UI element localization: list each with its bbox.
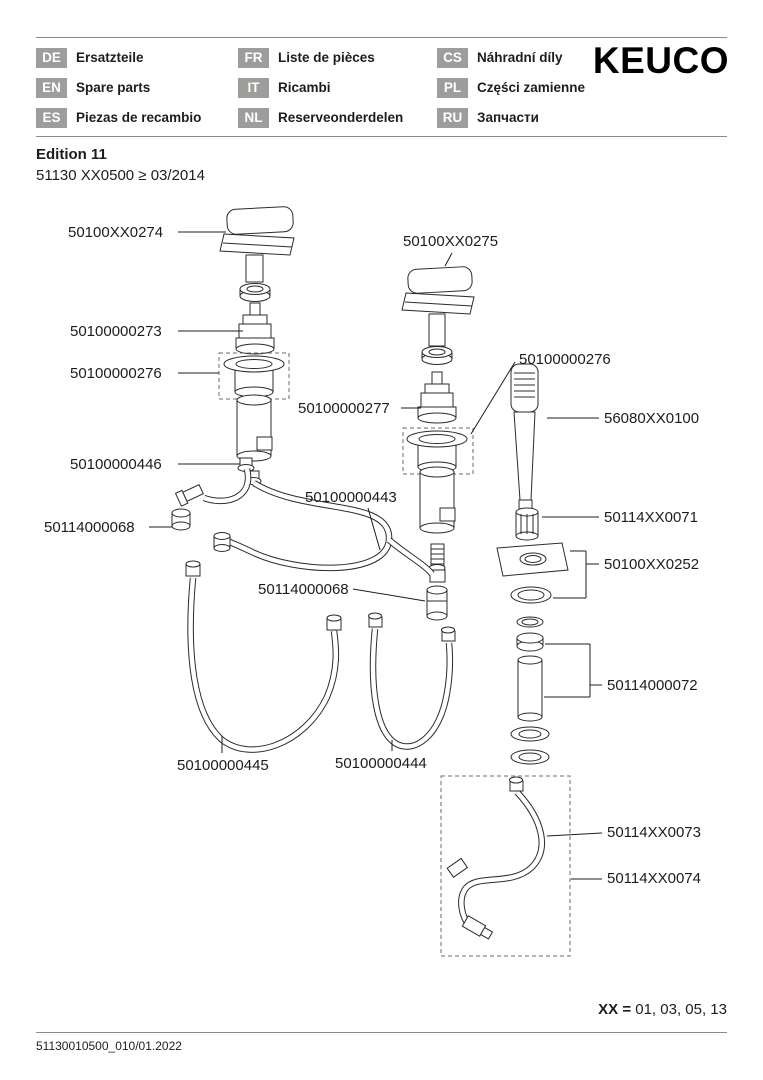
part-label: 50114000068 [258, 581, 349, 598]
xx-variant-note: XX = 01, 03, 05, 13 [598, 1001, 727, 1018]
language-row-es: ES Piezas de recambio [36, 108, 201, 138]
language-code-badge: EN [36, 78, 67, 98]
footer-rule [36, 1032, 727, 1033]
language-label: Spare parts [76, 80, 151, 95]
part-label: 50114000072 [607, 677, 698, 694]
language-column-1: DE Ersatzteile EN Spare parts ES Piezas … [36, 48, 201, 138]
language-label: Reserveonderdelen [278, 110, 404, 125]
handle-left-drawing [219, 206, 295, 283]
union-nut-mid-left-drawing [213, 532, 231, 552]
part-label: 50114XX0071 [604, 509, 698, 526]
part-label: 56080XX0100 [604, 410, 700, 427]
guide-tube-drawing [517, 655, 543, 722]
document-number: 51130010500_010/01.2022 [36, 1039, 182, 1053]
language-row-en: EN Spare parts [36, 78, 201, 108]
threaded-adapter-drawing [428, 543, 446, 583]
language-code-badge: IT [238, 78, 269, 98]
part-label: 50114XX0073 [607, 824, 701, 841]
language-column-3: CS Náhradní díly PL Części zamienne RU З… [437, 48, 585, 138]
language-row-cs: CS Náhradní díly [437, 48, 585, 78]
language-code-badge: RU [437, 108, 468, 128]
language-code-badge: CS [437, 48, 468, 68]
language-label: Ersatzteile [76, 50, 144, 65]
model-number: 51130 XX0500 ≥ 03/2014 [36, 167, 205, 184]
language-label: Náhradní díly [477, 50, 563, 65]
language-row-it: IT Ricambi [238, 78, 403, 108]
hose-connector-drawing [426, 585, 448, 621]
language-label: Części zamienne [477, 80, 586, 95]
supply-hose-left-drawing [185, 560, 342, 753]
leader-lines [149, 231, 603, 880]
supply-hose-right-drawing [368, 612, 456, 750]
escutcheon-left-drawing [223, 355, 285, 398]
part-label: 50100XX0252 [604, 556, 700, 573]
language-label: Запчасти [477, 110, 539, 125]
part-label: 50100000444 [335, 755, 427, 772]
part-label: 50100XX0274 [68, 224, 164, 241]
part-label: 50100000276 [70, 365, 162, 382]
language-row-fr: FR Liste de pièces [238, 48, 403, 78]
shower-hose-drawing [446, 776, 546, 940]
language-label: Piezas de recambio [76, 110, 202, 125]
language-row-nl: NL Reserveonderdelen [238, 108, 403, 138]
union-nut-far-left-drawing [171, 508, 191, 531]
shower-hose-dashed-box [440, 775, 571, 957]
elbow-fitting-drawing [174, 484, 204, 507]
cartridge-left-drawing [235, 302, 275, 355]
edition-title: Edition 11 [36, 146, 107, 163]
language-code-badge: ES [36, 108, 67, 128]
valve-body-left-drawing [236, 394, 273, 462]
language-row-de: DE Ersatzteile [36, 48, 201, 78]
part-label: 50100000273 [70, 323, 162, 340]
top-rule [36, 37, 727, 38]
part-label: 50100000276 [519, 351, 611, 368]
language-code-badge: FR [238, 48, 269, 68]
part-label: 50100000445 [177, 757, 269, 774]
escutcheon-right-drawing [406, 430, 468, 473]
connection-hoses-drawing [202, 468, 435, 577]
o-ring-drawing [510, 586, 552, 604]
language-column-2: FR Liste de pièces IT Ricambi NL Reserve… [238, 48, 403, 138]
valve-body-right-drawing [419, 466, 456, 534]
language-label: Ricambi [278, 80, 331, 95]
seal-ring-stack-drawing [516, 616, 544, 652]
xx-variant-values: 01, 03, 05, 13 [631, 1001, 727, 1018]
cartridge-right-drawing [417, 371, 457, 424]
language-code-badge: DE [36, 48, 67, 68]
language-row-pl: PL Części zamienne [437, 78, 585, 108]
hand-shower-drawing [510, 363, 539, 510]
part-label: 50100XX0275 [403, 233, 499, 250]
language-code-badge: PL [437, 78, 468, 98]
header-rule [36, 136, 727, 137]
washer-rings-drawing [510, 726, 550, 765]
ring-nut-left-drawing [239, 283, 271, 302]
part-label: 50114000068 [44, 519, 135, 536]
part-label: 50100000443 [305, 489, 397, 506]
part-label: 50100000277 [298, 400, 390, 417]
language-row-ru: RU Запчасти [437, 108, 585, 138]
keuco-logo: KEUCO [592, 40, 729, 81]
shower-sleeve-drawing [515, 507, 539, 541]
language-label: Liste de pièces [278, 50, 375, 65]
language-code-badge: NL [238, 108, 269, 128]
part-label: 50100000446 [70, 456, 162, 473]
handle-right-drawing [401, 266, 475, 347]
ring-nut-right-drawing [421, 346, 453, 365]
part-label: 50114XX0074 [607, 870, 701, 887]
square-escutcheon-drawing [496, 542, 569, 577]
xx-variant-key: XX = [598, 1001, 632, 1018]
